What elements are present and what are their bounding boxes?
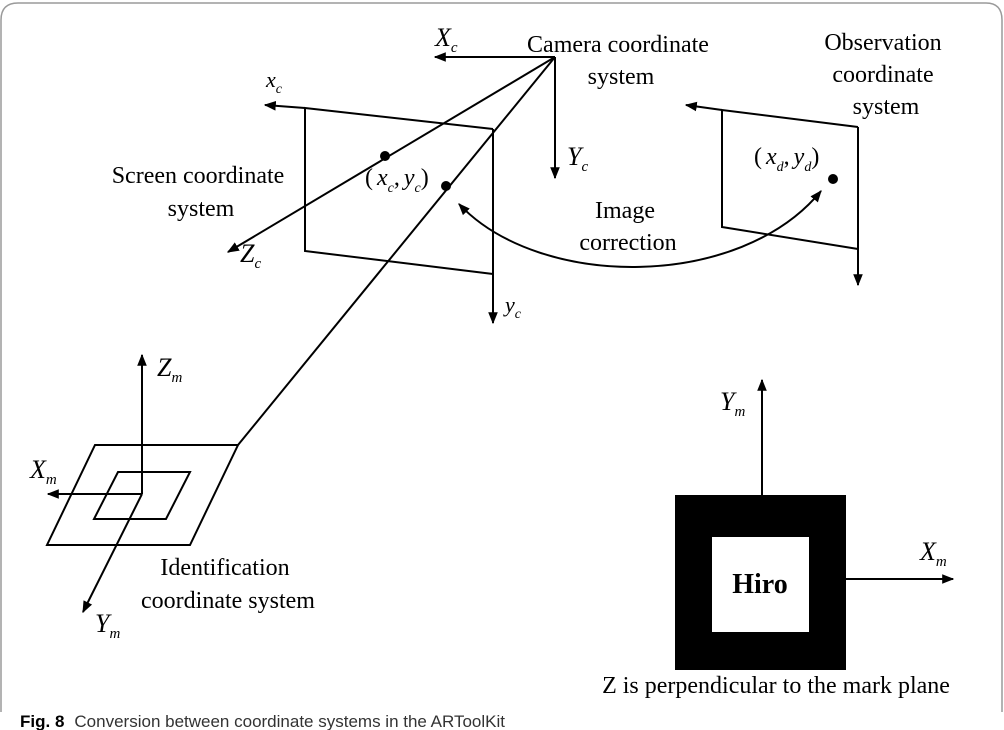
camera-z-axis [226, 56, 556, 253]
screen-point [441, 181, 451, 191]
marker-x-axis-label: Xm [29, 455, 57, 488]
screen-x-axis-label: xc [265, 67, 283, 97]
image-correction-label: Image correction [579, 198, 676, 256]
observation-plane [684, 101, 863, 287]
camera-y-axis-label: Yc [567, 142, 588, 175]
marker-plane [45, 353, 240, 614]
camera-coordinate-title: Camera coordinate system [527, 32, 715, 90]
hiro-y-axis-label: Ym [720, 387, 745, 420]
marker-z-axis-label: Zm [157, 353, 182, 386]
camera-axes [226, 52, 560, 446]
hiro-marker [675, 495, 846, 670]
screen-plane [263, 101, 498, 325]
marker-y-axis-label: Ym [95, 609, 120, 642]
observation-coordinate-title: Observation coordinate system [824, 30, 947, 120]
screen-coordinate-title: Screen coordinate system [112, 163, 291, 222]
camera-z-axis-label: Zc [240, 239, 261, 272]
screen-point-label: (xc,yc) [365, 165, 429, 196]
optical-center-point [380, 151, 390, 161]
hiro-x-axis-label: Xm [919, 537, 947, 570]
figure-frame [0, 2, 1003, 712]
z-perpendicular-note: Z is perpendicular to the mark plane [602, 673, 950, 699]
projection-ray [237, 56, 556, 446]
camera-x-axis-label: Xc [434, 23, 458, 56]
screen-y-axis-label: yc [503, 292, 522, 322]
image-correction-arrow [458, 190, 822, 268]
observed-point [828, 174, 838, 184]
observed-point-label: (xd,yd) [754, 144, 819, 175]
identification-coordinate-title: Identification coordinate system [141, 555, 315, 614]
hiro-label: Hiro [732, 569, 787, 600]
